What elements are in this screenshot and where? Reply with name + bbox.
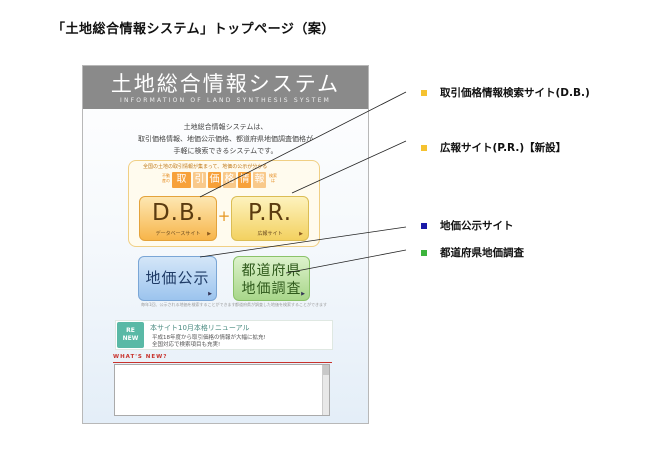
todo-note: 都道府県が調査した地価を検索することができます — [235, 302, 327, 307]
todo-button-label-line1: 都道府県 — [241, 263, 302, 279]
news-line: 平成18年度から取引価格の情報が大幅に拡充! — [152, 335, 266, 341]
todo-button-label-line2: 地価調査 — [241, 281, 302, 297]
callout-pr: 広報サイト(P.R.)【新設】 — [421, 140, 566, 155]
whats-new-divider — [113, 362, 332, 363]
intro-text: 土地総合情報システムは、 取引価格情報、地価公示価格、都道府県地価調査価格が 手… — [93, 121, 358, 157]
scrollbar-thumb[interactable] — [323, 365, 329, 375]
keyword-chip: 価 — [208, 172, 221, 188]
arrow-right-icon: ▶ — [208, 291, 212, 297]
pr-button-sublabel: 広報サイト — [257, 231, 283, 237]
callout-line-db — [199, 91, 407, 198]
whats-new-heading: WHAT'S NEW? — [113, 354, 168, 360]
whats-new-list[interactable] — [114, 364, 330, 416]
arrow-right-icon: ▶ — [207, 231, 211, 237]
callout-line-chika — [199, 226, 407, 258]
badge-text: NEW — [122, 335, 139, 342]
callout-line-todo — [285, 249, 407, 274]
callout-chika: 地価公示サイト — [421, 218, 514, 233]
prefectural-land-price-survey-button[interactable]: 都道府県 地価調査 ▶ — [233, 256, 310, 301]
callout-todo: 都道府県地価調査 — [421, 245, 524, 260]
blue-square-icon — [421, 222, 427, 229]
intro-line: 手軽に検索できるシステムです。 — [173, 147, 278, 155]
site-header: 土地総合情報システム INFORMATION OF LAND SYNTHESIS… — [83, 66, 368, 109]
pr-button-label: P.R. — [247, 200, 293, 226]
site-subtitle: INFORMATION OF LAND SYNTHESIS SYSTEM — [120, 97, 331, 104]
keyword-chip: 引 — [193, 172, 206, 188]
pr-site-button[interactable]: P.R. 広報サイト ▶ — [231, 196, 309, 241]
yellow-square-icon — [421, 144, 427, 151]
arrow-right-icon: ▶ — [299, 231, 303, 237]
document-title: 「土地総合情報システム」トップページ（案） — [52, 22, 335, 37]
news-banner[interactable]: RE NEW 本サイト10月本格リニューアル 平成18年度から取引価格の情報が大… — [115, 320, 333, 350]
chika-note: 毎年1回、公示される地価を検索することができます — [141, 302, 236, 307]
plus-icon: + — [217, 207, 231, 225]
db-panel-tiny-right: 検索は — [269, 173, 277, 183]
callout-db: 取引価格情報検索サイト(D.B.) — [421, 85, 590, 100]
db-button-sublabel: データベースサイト — [155, 231, 201, 237]
intro-line: 土地総合情報システムは、 — [183, 123, 268, 131]
callout-label: 地価公示サイト — [440, 220, 514, 232]
yellow-square-icon — [421, 89, 427, 96]
scrollbar[interactable] — [322, 365, 329, 415]
callout-label: 都道府県地価調査 — [440, 247, 524, 259]
callout-label: 取引価格情報検索サイト(D.B.) — [440, 87, 590, 99]
callout-line-pr — [291, 140, 407, 194]
renewal-badge-icon: RE NEW — [117, 322, 144, 348]
keyword-chip: 報 — [253, 172, 266, 188]
arrow-right-icon: ▶ — [301, 291, 305, 297]
db-site-button[interactable]: D.B. データベースサイト ▶ — [139, 196, 217, 241]
db-panel-tiny-left: 不動産の — [162, 173, 170, 183]
news-line: 全国対応で検索項目も充実! — [152, 342, 221, 348]
callout-label: 広報サイト(P.R.)【新設】 — [440, 142, 567, 154]
news-title: 本サイト10月本格リニューアル — [150, 324, 250, 332]
db-button-label: D.B. — [151, 200, 205, 226]
keyword-chip: 取 — [172, 172, 191, 188]
intro-line: 取引価格情報、地価公示価格、都道府県地価調査価格が — [138, 135, 313, 143]
db-panel-caption: 全国の土地の取引情報が集まって、地価の公示が分かる — [143, 164, 268, 170]
land-price-public-notice-button[interactable]: 地価公示 ▶ — [138, 256, 217, 301]
chika-button-label: 地価公示 — [145, 269, 210, 287]
site-title: 土地総合情報システム — [110, 72, 341, 96]
green-square-icon — [421, 249, 427, 256]
badge-text: RE — [126, 327, 135, 334]
top-page-mockup: 土地総合情報システム INFORMATION OF LAND SYNTHESIS… — [82, 65, 369, 424]
